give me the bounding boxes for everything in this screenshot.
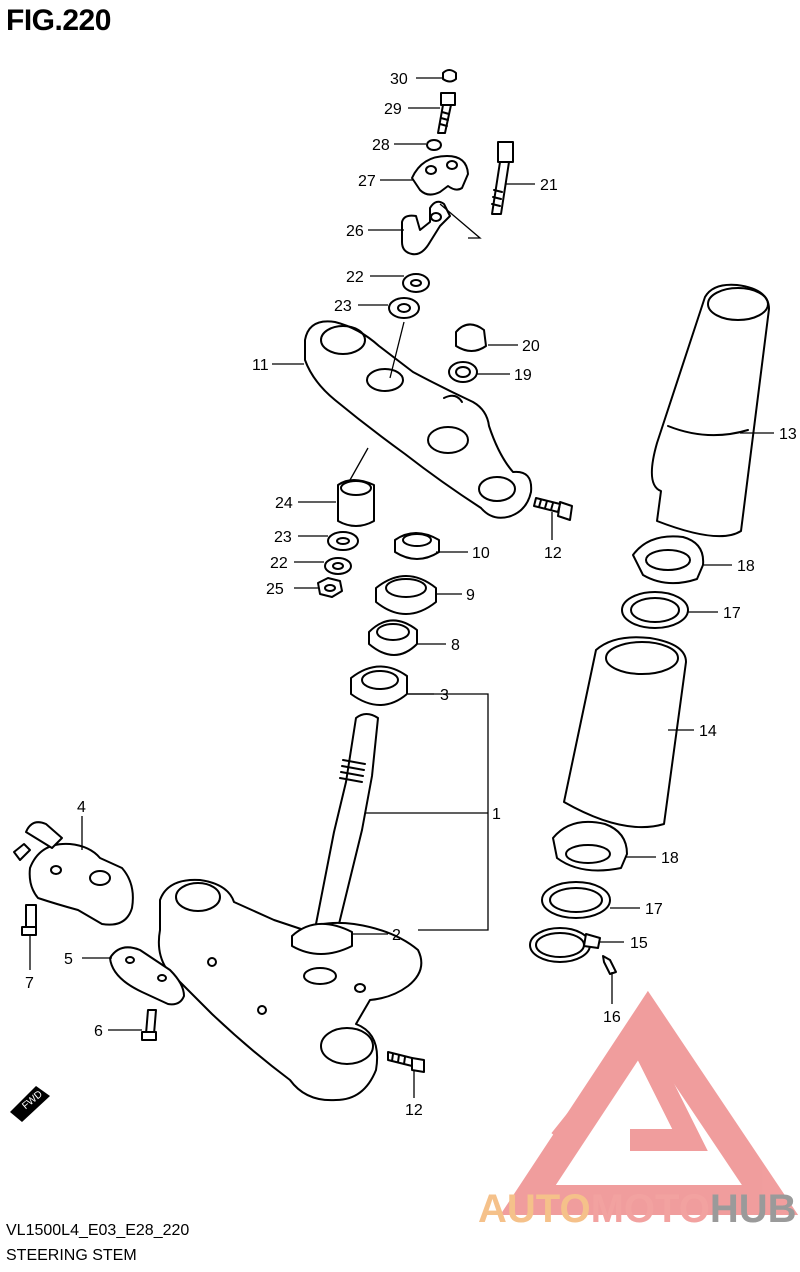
diagram-code: VL1500L4_E03_E28_220: [6, 1222, 190, 1239]
callout-15: 15: [630, 935, 648, 952]
part-18-spacer-lower: [552, 820, 628, 872]
callout-16: 16: [603, 1009, 621, 1026]
callout-18-lower: 18: [661, 850, 679, 867]
callout-8: 8: [451, 637, 460, 654]
part-20-cap: [455, 323, 487, 352]
part-25-nut: [317, 577, 343, 598]
leader-lines: [29, 77, 774, 1098]
watermark-moto: MOTO: [591, 1187, 710, 1231]
callout-4: 4: [77, 799, 86, 816]
callout-22: 22: [346, 269, 364, 286]
callout-23-lower: 23: [274, 529, 292, 546]
watermark-hub: HUB: [710, 1187, 797, 1231]
callout-17-upper: 17: [723, 605, 741, 622]
part-22-washer-lower: [324, 557, 352, 575]
callout-22-lower: 22: [270, 555, 288, 572]
callout-13: 13: [779, 426, 797, 443]
callout-17-lower: 17: [645, 901, 663, 918]
callout-30: 30: [390, 71, 408, 88]
callout-12-lower: 12: [405, 1102, 423, 1119]
part-23-washer-lower: [327, 531, 359, 551]
part-19-ring: [448, 361, 478, 383]
part-15-clamp-band: [529, 927, 601, 963]
part-5-clamp: [109, 946, 185, 1006]
part-12-bolt-upper: [533, 497, 573, 521]
callout-10: 10: [472, 545, 490, 562]
part-28-washer: [426, 139, 442, 151]
callout-5: 5: [64, 951, 73, 968]
part-9-dust-seal: [375, 575, 437, 615]
part-14-fork-cover-lower: [563, 636, 687, 829]
leader-23-11: [389, 321, 405, 379]
figure-title: FIG.220: [6, 4, 111, 37]
callout-12-upper: 12: [544, 545, 562, 562]
part-17-ring-lower: [541, 881, 611, 919]
part-22-washer-upper: [402, 273, 430, 293]
watermark-auto: AUTO: [478, 1187, 591, 1231]
watermark-logo-icon: [500, 990, 799, 1215]
diagram-name: STEERING STEM: [6, 1247, 137, 1264]
callout-2: 2: [392, 927, 401, 944]
part-12-bolt-lower: [387, 1051, 425, 1073]
part-27-handlebar-holder-upper: [411, 155, 469, 196]
callout-18-upper: 18: [737, 558, 755, 575]
part-23-washer-upper: [388, 297, 420, 319]
part-10-steering-nut: [394, 532, 440, 560]
part-3-bearing: [350, 665, 408, 706]
callout-19: 19: [514, 367, 532, 384]
part-21-bolt: [491, 141, 514, 215]
callout-23: 23: [334, 298, 352, 315]
part-13-fork-cover-upper: [650, 283, 770, 538]
part-26-handlebar-holder-lower: [401, 200, 482, 256]
part-7-screw: [21, 904, 37, 936]
callout-11: 11: [252, 357, 269, 374]
callout-24: 24: [275, 495, 293, 512]
callout-27: 27: [358, 173, 376, 190]
part-24-spacer: [337, 447, 375, 527]
callout-25: 25: [266, 581, 284, 598]
callout-28: 28: [372, 137, 390, 154]
callout-7: 7: [25, 975, 34, 992]
part-6-bolt: [141, 1009, 157, 1041]
part-4-ignition-switch: [13, 821, 134, 926]
part-16-screw: [602, 955, 617, 975]
part-8-bearing: [368, 619, 418, 656]
part-18-spacer-upper: [632, 535, 705, 585]
part-30-cap: [442, 69, 457, 83]
part-1-steering-stem: [315, 713, 379, 930]
callout-1: 1: [492, 806, 501, 823]
callout-21: 21: [540, 177, 558, 194]
part-11-upper-bracket: [304, 320, 533, 519]
callout-9: 9: [466, 587, 475, 604]
callout-14: 14: [699, 723, 717, 740]
callout-3: 3: [440, 687, 449, 704]
fwd-arrow-icon: FWD: [10, 1086, 50, 1122]
part-2-lower-bracket: [157, 878, 423, 1102]
watermark-text: AUTOMOTOHUB: [478, 1187, 797, 1231]
callout-29: 29: [384, 101, 402, 118]
callout-20: 20: [522, 338, 540, 355]
callout-labels: 30 29 28 27 21 26 22 23 20 19 11 13 24 1…: [25, 71, 797, 1119]
part-29-bolt: [437, 92, 456, 134]
part-17-ring-upper: [621, 591, 689, 629]
callout-26: 26: [346, 223, 364, 240]
callout-6: 6: [94, 1023, 103, 1040]
